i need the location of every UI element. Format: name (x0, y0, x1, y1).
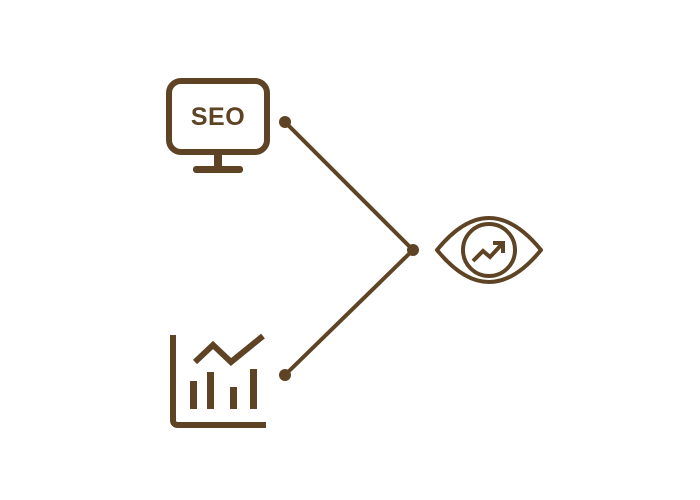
chart-axes (170, 335, 266, 428)
growth-arrow-line (471, 242, 504, 263)
growth-arrow-head (493, 241, 505, 253)
monitor-base (193, 166, 243, 173)
eye-iris (461, 222, 517, 278)
connector-dot-seo (279, 116, 291, 128)
eye-outline (435, 216, 543, 284)
chart-bar-4 (250, 369, 257, 409)
seo-monitor-icon: SEO (166, 78, 270, 173)
monitor-neck (214, 152, 222, 168)
connector-dot-junction (407, 244, 419, 256)
connector-dot-chart (279, 369, 291, 381)
chart-bar-3 (230, 387, 237, 409)
chart-trend-line (192, 333, 265, 366)
eye-growth-icon (435, 216, 543, 284)
seo-label: SEO (191, 103, 245, 131)
chart-bar-2 (207, 372, 214, 409)
connectors (279, 116, 419, 381)
connector-chart-to-eye (283, 248, 415, 377)
connector-seo-to-eye (283, 120, 415, 252)
chart-bar-1 (190, 381, 197, 409)
bar-chart-trend-icon (170, 333, 266, 428)
